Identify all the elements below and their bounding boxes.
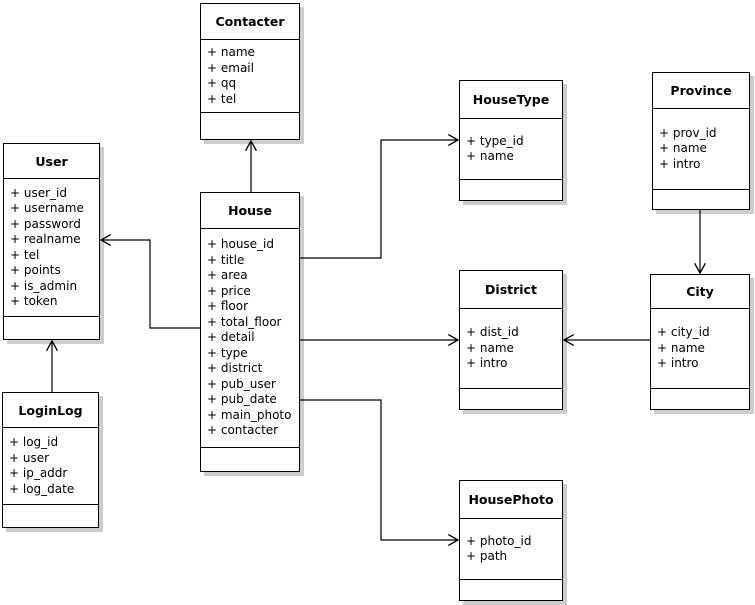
class-attributes-compartment: + city_id+ name+ intro: [651, 309, 749, 388]
class-attribute: + main_photo: [207, 407, 292, 422]
class-attribute: + name: [659, 141, 707, 156]
class-attribute: + tel: [10, 247, 40, 262]
class-attribute: + token: [10, 294, 58, 308]
class-attribute: + type: [207, 345, 248, 360]
class-attribute: + user_id: [10, 185, 67, 200]
class-operations-compartment: [653, 189, 749, 209]
class-title: City: [651, 275, 749, 309]
class-box-housephoto[interactable]: HousePhoto+ photo_id+ path: [459, 480, 563, 601]
class-attributes-compartment: + log_id+ user+ ip_addr+ log_date: [3, 428, 98, 504]
class-operations-compartment: [3, 504, 98, 527]
class-attributes-compartment: + prov_id+ name+ intro: [653, 109, 749, 189]
class-operations-compartment: [201, 447, 299, 471]
class-attribute: + dist_id: [466, 325, 519, 340]
class-attributes-compartment: + type_id+ name: [460, 119, 562, 179]
class-attribute: + area: [207, 268, 248, 283]
class-box-contacter[interactable]: Contacter+ name+ email+ qq+ tel: [200, 3, 300, 140]
class-attribute: + name: [657, 340, 705, 355]
class-box-housetype[interactable]: HouseType+ type_id+ name: [459, 80, 563, 201]
class-attribute: + intro: [466, 356, 508, 371]
class-attribute: + tel: [207, 91, 237, 106]
class-attribute: + qq: [207, 76, 237, 90]
class-attribute: + log_date: [9, 481, 75, 496]
class-operations-compartment: [4, 316, 99, 339]
class-attributes-compartment: + dist_id+ name+ intro: [460, 309, 562, 388]
class-title: HousePhoto: [460, 481, 562, 519]
class-attribute: + points: [10, 263, 61, 277]
class-operations-compartment: [651, 388, 749, 409]
class-attribute: + prov_id: [659, 125, 717, 140]
class-title: Contacter: [201, 4, 299, 40]
class-attribute: + log_id: [9, 435, 59, 449]
class-operations-compartment: [460, 179, 562, 200]
class-attribute: + user: [9, 450, 50, 465]
class-attributes-compartment: + house_id+ title+ area+ price+ floor+ t…: [201, 229, 299, 447]
class-box-user[interactable]: User+ user_id+ username+ password+ realn…: [3, 143, 100, 340]
class-title: House: [201, 193, 299, 229]
class-box-house[interactable]: House+ house_id+ title+ area+ price+ flo…: [200, 192, 300, 472]
class-attribute: + total_floor: [207, 314, 282, 329]
class-attribute: + email: [207, 60, 254, 75]
class-attribute: + is_admin: [10, 278, 78, 293]
class-operations-compartment: [460, 388, 562, 409]
class-attribute: + pub_user: [207, 376, 276, 391]
class-attribute: + intro: [659, 156, 701, 171]
class-attribute: + photo_id: [466, 533, 532, 548]
class-box-loginlog[interactable]: LoginLog+ log_id+ user+ ip_addr+ log_dat…: [2, 392, 99, 528]
class-attributes-compartment: + user_id+ username+ password+ realname+…: [4, 179, 99, 316]
class-attribute: + name: [466, 149, 514, 163]
class-attribute: + city_id: [657, 325, 710, 340]
relation-house-to-housephoto: [300, 399, 460, 546]
class-attribute: + password: [10, 216, 81, 231]
class-attribute: + name: [466, 340, 514, 355]
class-operations-compartment: [201, 112, 299, 139]
class-attribute: + intro: [657, 356, 699, 371]
class-title: Province: [653, 73, 749, 109]
class-operations-compartment: [460, 579, 562, 600]
class-attribute: + detail: [207, 330, 255, 345]
class-attribute: + floor: [207, 299, 249, 314]
class-title: District: [460, 271, 562, 309]
class-attributes-compartment: + name+ email+ qq+ tel: [201, 40, 299, 112]
class-attribute: + path: [466, 549, 508, 563]
class-attribute: + username: [10, 201, 84, 215]
class-attribute: + ip_addr: [9, 466, 68, 480]
class-title: User: [4, 144, 99, 179]
class-title: LoginLog: [3, 393, 98, 428]
class-attribute: + realname: [10, 232, 81, 246]
class-attribute: + type_id: [466, 133, 524, 148]
class-attribute: + price: [207, 283, 251, 298]
class-attribute: + name: [207, 45, 255, 59]
class-attribute: + pub_date: [207, 392, 277, 407]
class-box-city[interactable]: City+ city_id+ name+ intro: [650, 274, 750, 410]
class-attribute: + title: [207, 252, 245, 267]
class-box-province[interactable]: Province+ prov_id+ name+ intro: [652, 72, 750, 210]
class-box-district[interactable]: District+ dist_id+ name+ intro: [459, 270, 563, 410]
class-attribute: + house_id: [207, 237, 275, 252]
relation-house-to-user: [99, 234, 200, 329]
class-title: HouseType: [460, 81, 562, 119]
class-attributes-compartment: + photo_id+ path: [460, 519, 562, 579]
relation-house-to-housetype: [300, 134, 460, 259]
class-attribute: + district: [207, 361, 263, 376]
class-attribute: + contacter: [207, 423, 279, 438]
